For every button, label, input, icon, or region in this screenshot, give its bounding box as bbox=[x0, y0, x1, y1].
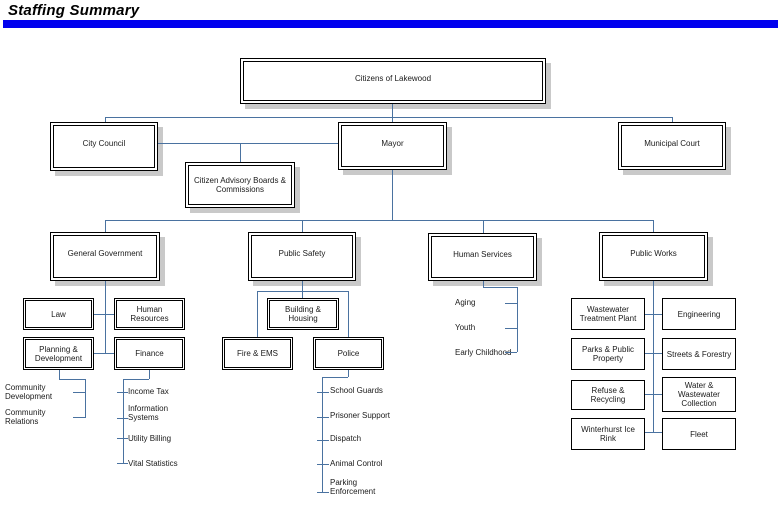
connector-line bbox=[149, 370, 150, 379]
label-aging: Aging bbox=[455, 298, 476, 307]
connector-line bbox=[240, 144, 241, 162]
box-municipal-court: Municipal Court bbox=[618, 122, 726, 170]
label-animal-control: Animal Control bbox=[330, 459, 383, 468]
connector-line bbox=[317, 464, 329, 465]
connector-line bbox=[505, 352, 517, 353]
box-citizen-advisory-boards: Citizen Advisory Boards & Commissions bbox=[185, 162, 295, 208]
label-income-tax: Income Tax bbox=[128, 387, 169, 396]
box-law: Law bbox=[23, 298, 94, 330]
box-human-resources: Human Resources bbox=[114, 298, 185, 330]
connector-line bbox=[257, 291, 348, 292]
box-engineering: Engineering bbox=[662, 298, 736, 330]
box-human-services: Human Services bbox=[428, 233, 537, 281]
box-winterhurst-ice-rink: Winterhurst Ice Rink bbox=[571, 418, 645, 450]
connector-line bbox=[302, 221, 303, 232]
box-streets-forestry: Streets & Forestry bbox=[662, 338, 736, 370]
connector-line bbox=[483, 221, 484, 233]
connector-line bbox=[85, 379, 86, 418]
label-community-relations: Community Relations bbox=[5, 408, 46, 426]
box-public-works: Public Works bbox=[599, 232, 708, 281]
box-parks-public-property: Parks & Public Property bbox=[571, 338, 645, 370]
connector-line bbox=[73, 392, 85, 393]
connector-line bbox=[672, 118, 673, 122]
box-water-wastewater-collection: Water & Wastewater Collection bbox=[662, 377, 736, 412]
label-early-childhood: Early Childhood bbox=[455, 348, 512, 357]
connector-line bbox=[117, 392, 128, 393]
connector-line bbox=[105, 118, 106, 122]
connector-line bbox=[505, 328, 517, 329]
label-parking-enforcement: Parking Enforcement bbox=[330, 478, 376, 496]
connector-line bbox=[59, 370, 60, 379]
connector-line bbox=[645, 432, 662, 433]
box-general-government: General Government bbox=[50, 232, 160, 281]
label-information-systems: Information Systems bbox=[128, 404, 169, 422]
box-city-council: City Council bbox=[50, 122, 158, 171]
connector-line bbox=[653, 281, 654, 432]
connector-line bbox=[317, 392, 329, 393]
connector-line bbox=[59, 379, 85, 380]
box-citizens-of-lakewood: Citizens of Lakewood bbox=[240, 58, 546, 104]
connector-line bbox=[105, 220, 654, 221]
connector-line bbox=[302, 281, 303, 298]
connector-line bbox=[317, 440, 329, 441]
connector-line bbox=[645, 314, 662, 315]
connector-line bbox=[645, 353, 662, 354]
connector-line bbox=[105, 221, 106, 232]
connector-line bbox=[105, 281, 106, 353]
box-public-safety: Public Safety bbox=[248, 232, 356, 281]
connector-line bbox=[105, 117, 673, 118]
box-fleet: Fleet bbox=[662, 418, 736, 450]
box-police: Police bbox=[313, 337, 384, 370]
box-finance: Finance bbox=[114, 337, 185, 370]
title-rule bbox=[3, 20, 778, 28]
connector-line bbox=[348, 370, 349, 377]
label-community-development: Community Development bbox=[5, 383, 53, 401]
connector-line bbox=[123, 379, 124, 464]
connector-line bbox=[517, 287, 518, 352]
connector-line bbox=[158, 143, 338, 144]
connector-line bbox=[94, 353, 114, 354]
page-title: Staffing Summary bbox=[8, 2, 140, 19]
connector-line bbox=[483, 287, 517, 288]
box-mayor: Mayor bbox=[338, 122, 447, 170]
box-refuse-recycling: Refuse & Recycling bbox=[571, 380, 645, 410]
connector-line bbox=[322, 377, 323, 492]
connector-line bbox=[392, 104, 393, 117]
connector-line bbox=[645, 394, 662, 395]
connector-line bbox=[117, 438, 128, 439]
label-prisoner-support: Prisoner Support bbox=[330, 411, 391, 420]
connector-line bbox=[257, 291, 258, 337]
label-dispatch: Dispatch bbox=[330, 434, 362, 443]
label-youth: Youth bbox=[455, 323, 476, 332]
label-utility-billing: Utility Billing bbox=[128, 434, 172, 443]
box-fire-ems: Fire & EMS bbox=[222, 337, 293, 370]
connector-line bbox=[322, 377, 348, 378]
box-wastewater-treatment-plant: Wastewater Treatment Plant bbox=[571, 298, 645, 330]
connector-line bbox=[94, 314, 114, 315]
label-vital-statistics: Vital Statistics bbox=[128, 459, 178, 468]
connector-line bbox=[505, 303, 517, 304]
box-planning-development: Planning & Development bbox=[23, 337, 94, 370]
connector-line bbox=[117, 418, 128, 419]
connector-line bbox=[392, 170, 393, 220]
connector-line bbox=[653, 221, 654, 232]
connector-line bbox=[117, 463, 128, 464]
label-school-guards: School Guards bbox=[330, 386, 383, 395]
connector-line bbox=[317, 417, 329, 418]
connector-line bbox=[392, 118, 393, 122]
connector-line bbox=[483, 281, 484, 287]
connector-line bbox=[73, 417, 85, 418]
box-building-housing: Building & Housing bbox=[267, 298, 339, 330]
connector-line bbox=[317, 492, 329, 493]
connector-line bbox=[348, 291, 349, 337]
connector-line bbox=[123, 379, 149, 380]
